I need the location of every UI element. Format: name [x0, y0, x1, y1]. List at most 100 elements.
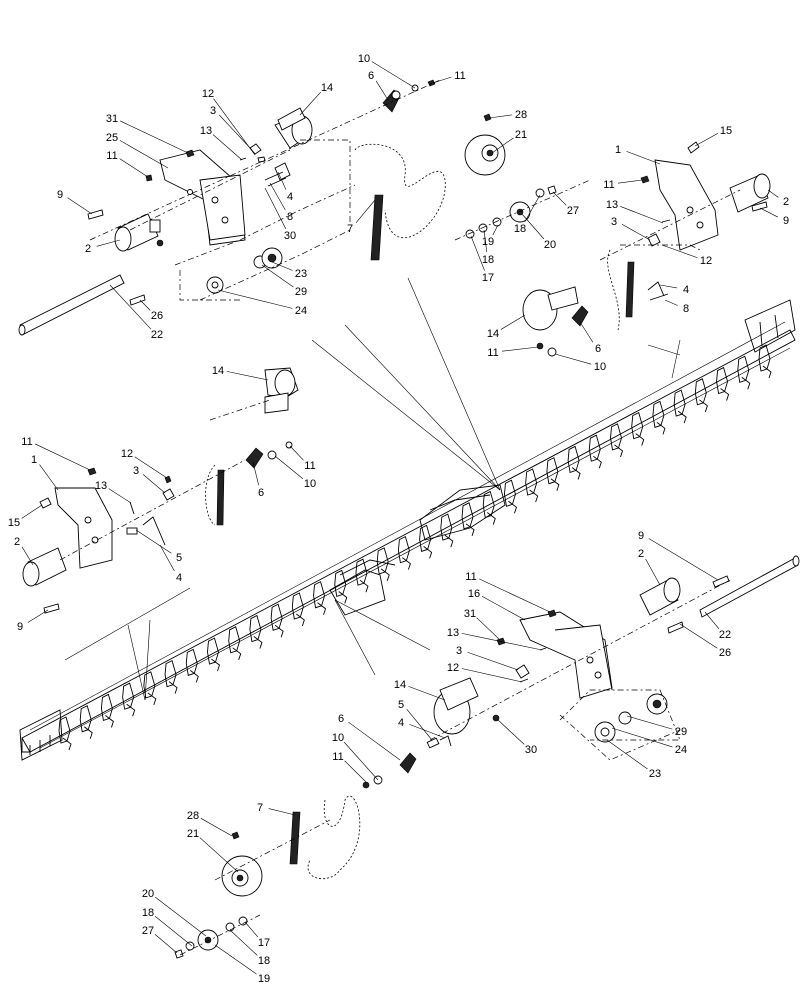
callout-leader-11 [501, 346, 539, 352]
bolt-15-mid [39, 497, 52, 509]
callout-leader-24 [611, 727, 673, 748]
callout-label-22: 22 [151, 329, 163, 341]
callout-label-6: 6 [338, 713, 344, 725]
callout-label-6: 6 [258, 487, 264, 499]
motor-2-top-right [729, 173, 771, 213]
frame-shank-unit [546, 457, 560, 491]
callout-label-9: 9 [638, 530, 644, 542]
callout-label-26: 26 [719, 647, 731, 659]
callout-label-4: 4 [683, 284, 689, 296]
washer-18-lower-b [225, 922, 235, 932]
bolt-27-top [547, 185, 557, 195]
frame-shank-unit [461, 502, 475, 536]
callout-label-20: 20 [544, 239, 556, 251]
callout-label-28: 28 [187, 810, 199, 822]
bolt-28-lower [231, 831, 240, 840]
callout-label-4: 4 [398, 717, 404, 729]
callout-label-10: 10 [332, 732, 344, 744]
callout-leader-4 [277, 171, 287, 190]
callout-leader-18 [154, 916, 193, 947]
gear-motor-14-mid [264, 367, 299, 414]
middle-left-assembly [22, 367, 299, 614]
frame-shank-unit [567, 445, 581, 480]
spring-mid [216, 469, 225, 526]
callout-leader-9 [759, 207, 778, 218]
callout-label-1: 1 [31, 454, 37, 466]
callout-label-5: 5 [176, 552, 182, 564]
callout-label-27: 27 [142, 925, 154, 937]
drive-clutch-6-top [382, 89, 401, 113]
frame-shank-unit [164, 659, 178, 694]
spring-top-right [625, 261, 635, 318]
drive-clutch-6-right [571, 305, 589, 327]
frame-shank-unit [652, 400, 666, 435]
washer-17-top [465, 229, 475, 239]
callout-leader-1 [39, 464, 59, 491]
frame-shank-unit [249, 614, 263, 649]
callout-leader-28 [200, 818, 233, 837]
callout-leader-7 [355, 199, 376, 223]
detail-leader-lines [64, 277, 681, 701]
callout-leader-10 [554, 353, 592, 365]
callout-leader-10 [343, 741, 379, 781]
frame-shank-unit [58, 716, 72, 751]
callout-label-8: 8 [287, 211, 293, 223]
callout-leader-13 [620, 206, 664, 224]
callout-leader-13 [461, 633, 543, 651]
callout-label-24: 24 [295, 305, 307, 317]
callout-label-3: 3 [456, 645, 462, 657]
callout-label-23: 23 [295, 268, 307, 280]
mount-plate-1-mid [54, 487, 113, 569]
callout-leader-22 [704, 611, 720, 630]
callout-label-15: 15 [8, 517, 20, 529]
callout-label-29: 29 [675, 726, 687, 738]
pivot-3-mid [162, 488, 175, 501]
callout-label-11: 11 [465, 571, 476, 583]
frame-shank-unit [228, 626, 242, 660]
callout-leader-11 [119, 158, 149, 178]
callout-leader-27 [552, 191, 567, 206]
callout-label-24: 24 [675, 744, 687, 756]
callout-leader-26 [679, 623, 718, 649]
chain-loop-top [354, 143, 446, 239]
callout-label-11: 11 [603, 179, 614, 191]
frame-shank-unit [588, 434, 602, 469]
callout-leader-11 [617, 179, 643, 184]
callout-leader-18 [229, 929, 258, 956]
callout-label-29: 29 [295, 286, 307, 298]
bolt-26-lower [667, 621, 684, 634]
pivot-3-top-right [647, 233, 661, 247]
frame-shank-unit [291, 592, 305, 627]
pin-13-mid [129, 501, 135, 515]
hub-assembly-23-24-29-lower [594, 693, 668, 743]
frame-shank-unit [122, 682, 136, 717]
callout-leader-21 [491, 137, 514, 154]
callout-leader-4 [159, 544, 175, 572]
callout-label-26: 26 [151, 310, 163, 322]
lever-8-top-right [649, 293, 669, 301]
callout-label-13: 13 [95, 480, 107, 492]
washer-10-right [547, 347, 557, 357]
callout-leader-20 [155, 896, 207, 937]
bolt-9-top [87, 209, 104, 220]
washer-18-top-a [535, 188, 545, 198]
callout-leader-12 [661, 244, 698, 259]
callout-leader-20 [521, 213, 545, 240]
callout-leader-21 [199, 837, 239, 873]
callout-label-19: 19 [482, 236, 494, 248]
callout-leader-6 [579, 321, 594, 343]
callout-leader-15 [694, 132, 719, 147]
stud-12-lower [519, 678, 529, 683]
callout-leader-14 [408, 686, 446, 701]
callout-leader-6 [252, 461, 259, 486]
callout-label-30: 30 [284, 230, 296, 242]
pin-13-top-right [661, 219, 671, 223]
frame-shank-unit [525, 468, 539, 503]
washer-18-top-b [492, 217, 502, 227]
callout-label-17: 17 [258, 937, 270, 949]
callout-label-9: 9 [17, 621, 23, 633]
callout-label-11: 11 [454, 70, 465, 82]
callout-label-15: 15 [720, 125, 732, 137]
callout-label-12: 12 [700, 255, 712, 267]
callout-leader-29 [626, 715, 673, 730]
